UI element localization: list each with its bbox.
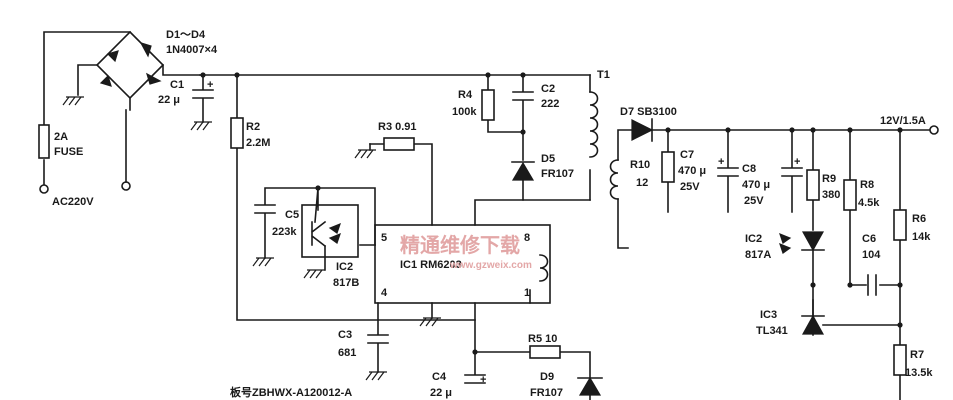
secondary-section	[609, 118, 939, 400]
label-c1: C1	[170, 79, 184, 91]
r10-resistor	[661, 151, 675, 183]
label-ac-in: AC220V	[52, 196, 94, 208]
r3-resistor	[383, 137, 415, 151]
label-r8: R8	[860, 179, 874, 191]
label-ic2-left: IC2	[336, 261, 353, 273]
ac-terminal-right	[121, 181, 131, 191]
t1-primary-winding	[589, 91, 599, 158]
label-d5: D5	[541, 153, 555, 165]
label-c8: C8	[742, 163, 756, 175]
label-c5-val: 223k	[272, 226, 297, 238]
label-out: 12V/1.5A	[880, 115, 926, 127]
label-c4-val: 22 μ	[430, 387, 452, 399]
label-ic3: IC3	[760, 309, 777, 321]
r4-resistor	[481, 89, 495, 121]
label-r10-val: 12	[636, 177, 648, 189]
t1-aux-winding	[539, 254, 549, 282]
ic1-section	[252, 72, 603, 400]
component-labels: D1～D4 1N4007×4 2A FUSE AC220V C1 22 μ + …	[52, 29, 933, 399]
input-section	[38, 30, 591, 321]
ic3-tl341	[801, 314, 825, 335]
ic1-rm6203	[374, 224, 551, 304]
d9-diode	[578, 376, 602, 396]
label-c5: C5	[285, 209, 299, 221]
ground-bridge	[62, 96, 84, 106]
c1-capacitor	[190, 74, 214, 131]
r7-resistor	[893, 344, 907, 376]
r8-resistor	[843, 179, 857, 211]
label-pin4: 4	[381, 287, 388, 299]
label-c8-plus: +	[794, 156, 800, 168]
label-r4-val: 100k	[452, 106, 477, 118]
bridge-rectifier	[77, 30, 201, 111]
label-fuse-word: FUSE	[54, 146, 83, 158]
label-r9: R9	[822, 173, 836, 185]
label-c2: C2	[541, 83, 555, 95]
label-r8-val: 4.5k	[858, 197, 880, 209]
label-c2-val: 222	[541, 98, 559, 110]
label-t1: T1	[597, 69, 610, 81]
label-c7: C7	[680, 149, 694, 161]
label-ic2-right-part: 817A	[745, 249, 771, 261]
label-r3: R3 0.91	[378, 121, 417, 133]
label-r9-val: 380	[822, 189, 840, 201]
label-ic2-right: IC2	[745, 233, 762, 245]
label-c4-plus: +	[480, 374, 486, 386]
r6-resistor	[893, 209, 907, 241]
watermark: 精通维修下载 www.gzweix.com	[400, 233, 532, 271]
label-r4: R4	[458, 89, 473, 101]
fuse	[38, 124, 50, 159]
label-r10: R10	[630, 159, 650, 171]
label-r2: R2	[246, 121, 260, 133]
label-r7-val: 13.5k	[905, 367, 933, 379]
label-ic1: IC1 RM6203	[400, 259, 462, 271]
label-fuse-ref: 2A	[54, 131, 68, 143]
label-board: 板号ZBHWX-A120012-A	[230, 385, 352, 399]
label-r6: R6	[912, 213, 926, 225]
c6-capacitor	[867, 274, 877, 296]
label-ic2-left-part: 817B	[333, 277, 359, 289]
label-c8-volt: 25V	[744, 195, 764, 207]
label-c6-val: 104	[862, 249, 881, 261]
output-terminal	[929, 125, 939, 135]
d5-diode	[511, 161, 535, 181]
label-r6-val: 14k	[912, 231, 931, 243]
t1-secondary-winding	[609, 159, 619, 200]
r9-resistor	[806, 169, 820, 201]
label-c8-val: 470 μ	[742, 179, 770, 191]
label-r7: R7	[910, 349, 924, 361]
label-c3: C3	[338, 329, 352, 341]
watermark-url: www.gzweix.com	[449, 260, 532, 271]
ic2-right-led	[801, 231, 825, 252]
label-d9-part: FR107	[530, 387, 563, 399]
label-d1d4: D1～D4	[166, 29, 206, 41]
label-c1-val: 22 μ	[158, 94, 180, 106]
label-c7-volt: 25V	[680, 181, 700, 193]
d7-diode	[631, 119, 654, 141]
optocoupler-left	[301, 204, 359, 258]
label-d5-part: FR107	[541, 168, 574, 180]
label-c7-plus: +	[718, 156, 724, 168]
r5-resistor	[529, 345, 561, 359]
ac-terminal-left	[39, 184, 49, 194]
label-d7: D7 SB3100	[620, 106, 677, 118]
label-c3-val: 681	[338, 347, 356, 359]
label-c4: C4	[432, 371, 447, 383]
label-r2-val: 2.2M	[246, 137, 270, 149]
label-c6: C6	[862, 233, 876, 245]
label-pin8: 8	[524, 232, 530, 244]
label-d9: D9	[540, 371, 554, 383]
label-c7-val: 470 μ	[678, 165, 706, 177]
label-r5: R5 10	[528, 333, 557, 345]
label-ic3-part: TL341	[756, 325, 788, 337]
r2-resistor	[230, 117, 244, 149]
label-d1d4-part: 1N4007×4	[166, 44, 218, 56]
watermark-cn: 精通维修下载	[400, 233, 520, 257]
label-pin5: 5	[381, 232, 387, 244]
label-c1-plus: +	[207, 79, 213, 91]
label-pin1: 1	[524, 287, 530, 299]
